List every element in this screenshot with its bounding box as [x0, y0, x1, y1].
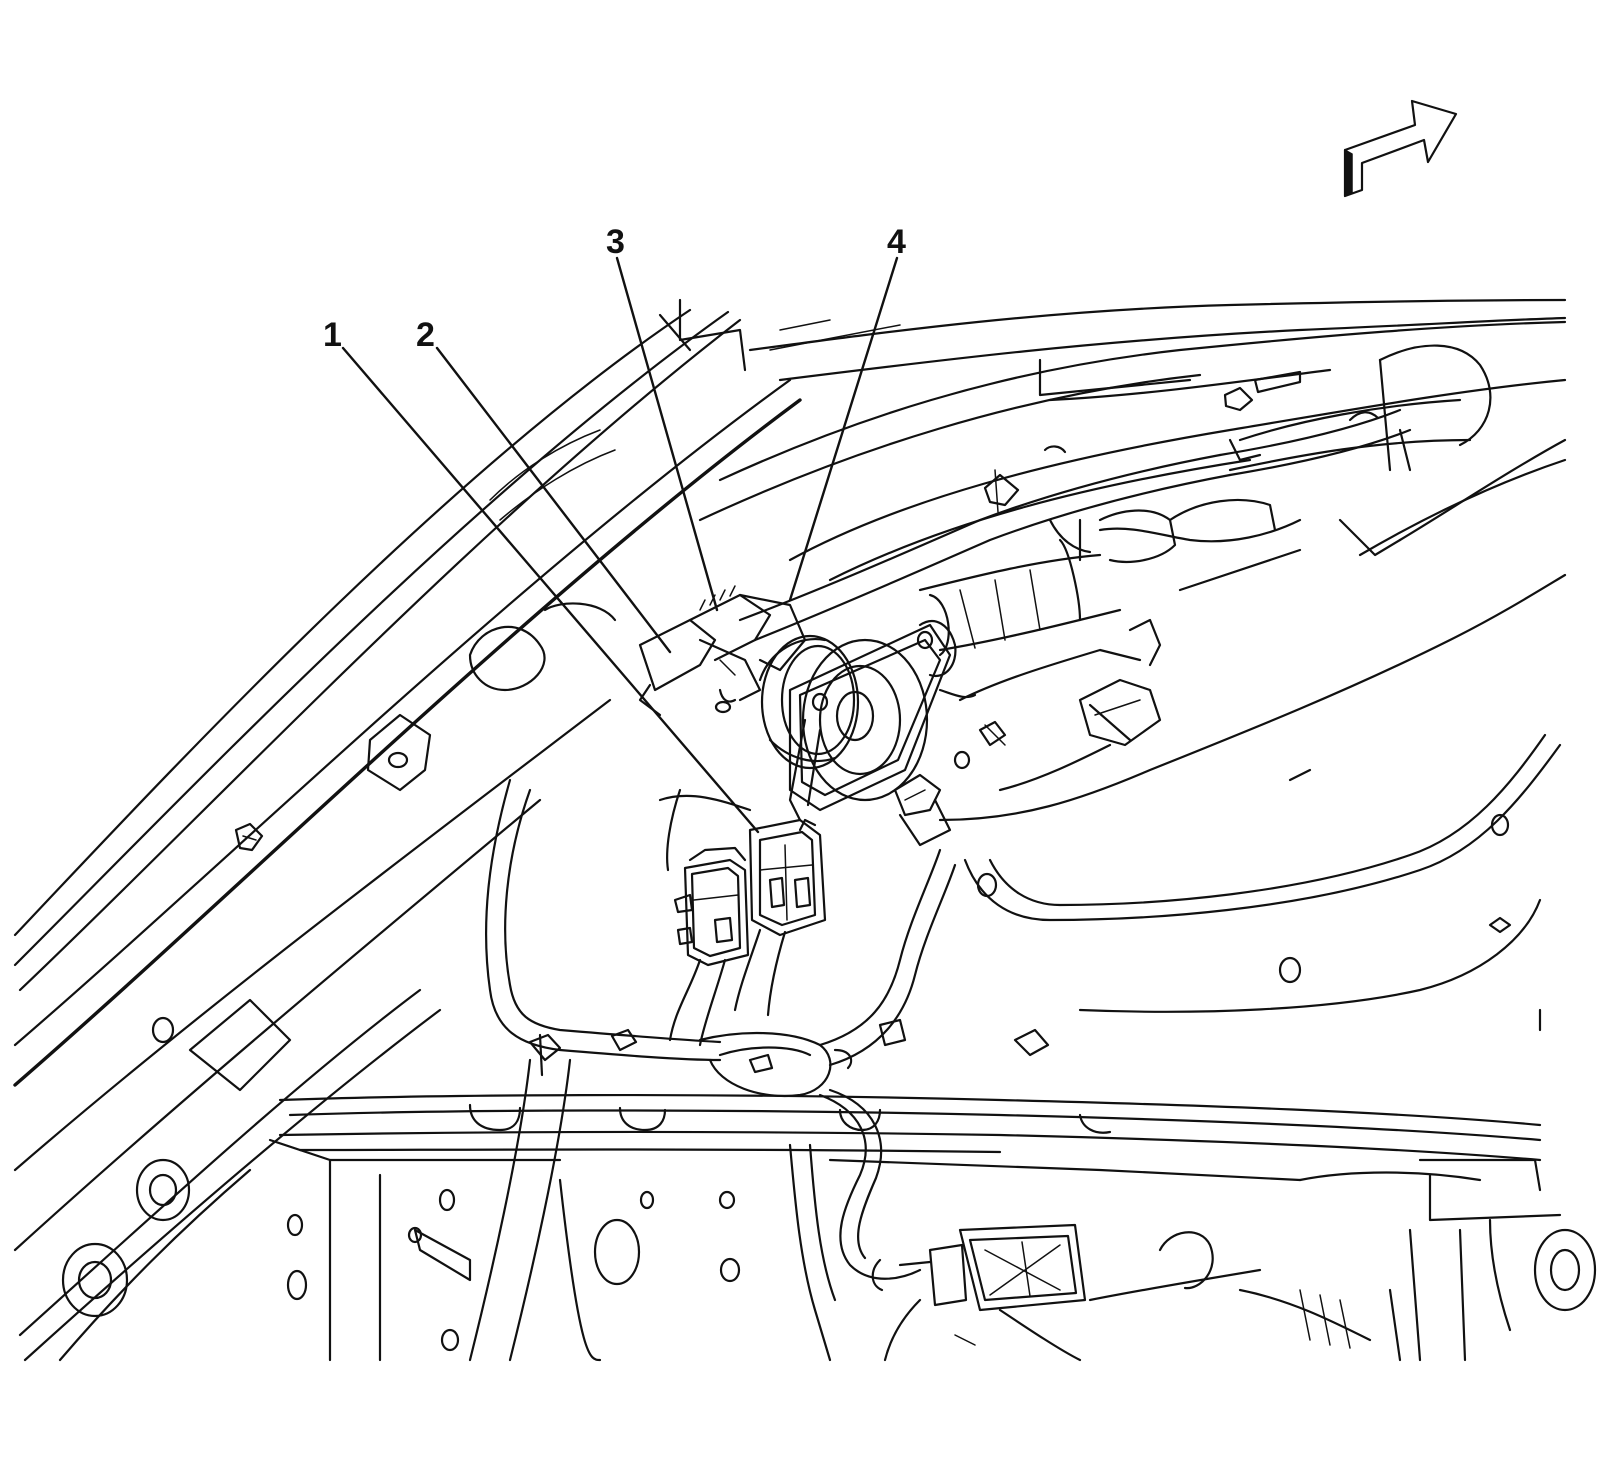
callout-3: 3: [606, 223, 625, 261]
inner-body-panel: [938, 548, 1567, 1032]
leader-line-4: [788, 256, 899, 602]
orientation-arrow-icon: [1343, 99, 1458, 198]
air-duct: [918, 411, 1380, 657]
callout-labels: 1 2 3 4: [323, 223, 906, 354]
wiring-harness-lower: [484, 778, 1050, 1280]
speaker-assembly: [758, 620, 977, 847]
a-pillar-frame: [13, 298, 802, 1362]
callout-1: 1: [323, 316, 342, 354]
leader-line-2: [435, 346, 672, 654]
roof-rail: [698, 298, 1567, 582]
connector-cluster: [638, 585, 827, 1047]
callout-leaders: [341, 256, 899, 834]
wiring-harness-upper: [738, 408, 1412, 642]
callout-4: 4: [887, 223, 906, 261]
leader-line-3: [615, 256, 719, 612]
dash-rail-structure: [268, 1058, 1597, 1362]
leader-line-1: [341, 346, 760, 834]
callout-2: 2: [416, 316, 435, 354]
